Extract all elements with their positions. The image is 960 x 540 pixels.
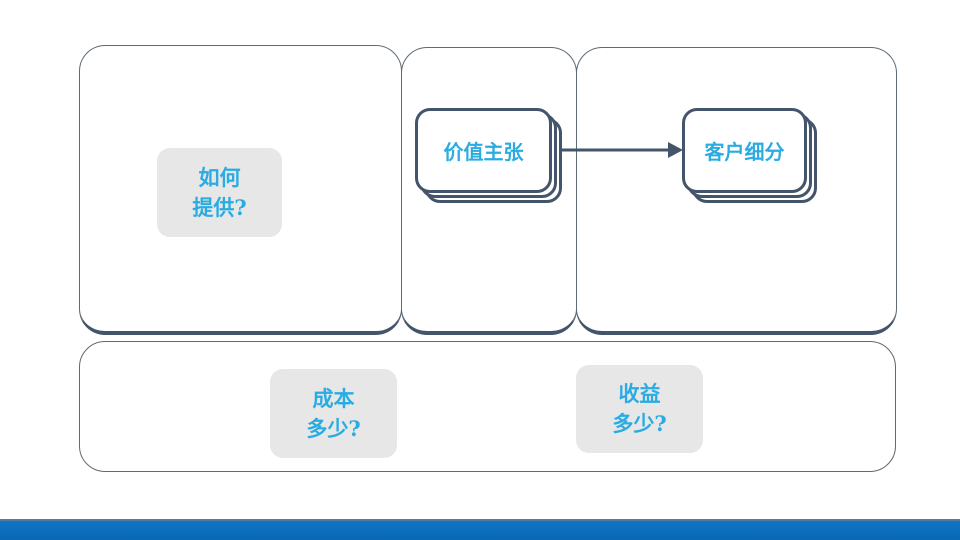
bottom-accent-bar [0,519,960,540]
label-cost-how-much: 成本 多少? [270,369,397,458]
card-face: 价值主张 [415,108,552,193]
label-revenue-text: 收益 多少? [612,381,667,436]
panel-finance [79,341,896,472]
value-proposition-text: 价值主张 [443,140,524,164]
label-how-provide-text: 如何 提供? [192,164,247,220]
label-cost-text: 成本 多少? [306,385,361,441]
label-how-provide: 如何 提供? [157,148,282,237]
customer-segments-card: 客户细分 [682,108,817,203]
label-revenue-how-much: 收益 多少? [576,365,703,453]
value-to-customer-arrow-icon [560,142,683,158]
card-face: 客户细分 [682,108,807,193]
value-proposition-card: 价值主张 [415,108,562,203]
customer-segments-text: 客户细分 [704,140,785,164]
